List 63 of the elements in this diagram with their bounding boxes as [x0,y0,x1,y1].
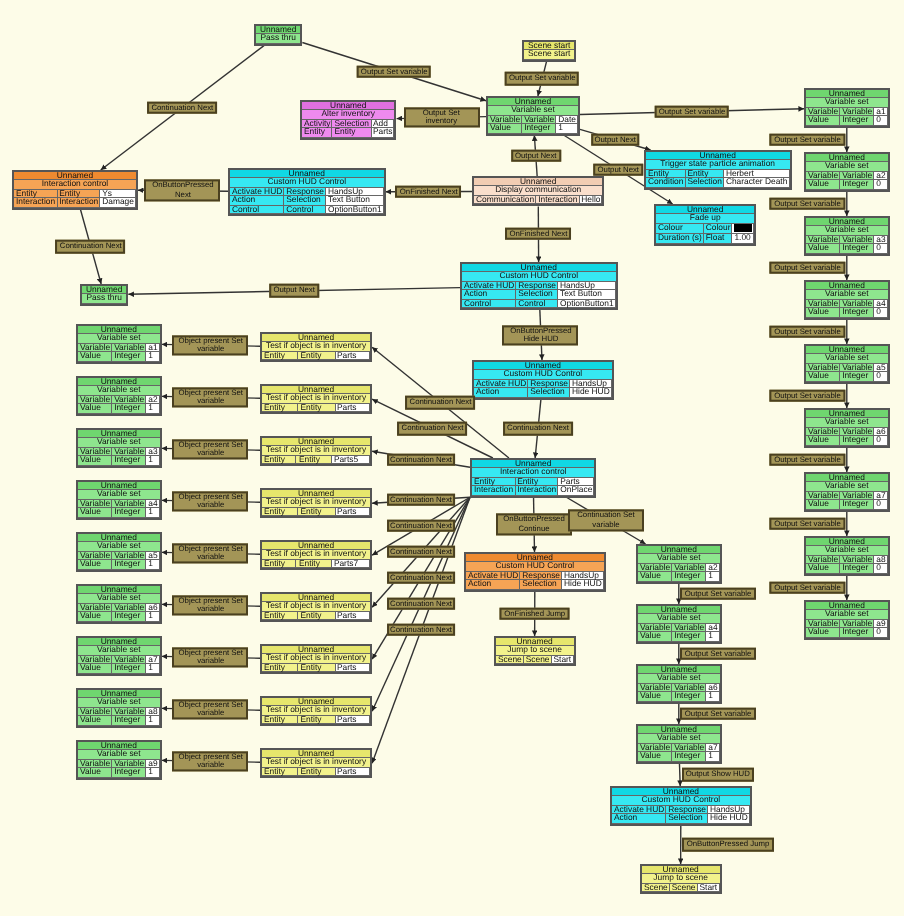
node-card [804,152,890,192]
node-card [654,204,757,246]
arrow [844,254,850,281]
node-card [80,284,129,306]
node-card [76,532,162,572]
node-card [260,488,373,519]
node-card [804,344,890,384]
node-card [76,688,162,728]
node-card [636,544,722,584]
arrow [100,44,265,171]
node-card [76,428,162,468]
arrow [677,824,684,865]
node-card [804,600,890,640]
node-card [472,176,605,207]
node-card [804,472,890,512]
arrow [844,446,850,473]
arrow [844,318,850,345]
node-card [486,96,580,136]
arrow [371,346,510,459]
node-card [12,170,138,210]
node-card [804,88,890,128]
arrow [844,126,850,153]
node-card [804,536,890,576]
arrow [844,190,850,217]
arrow [676,582,682,605]
node-card [76,740,162,780]
node-card [464,552,606,592]
node-card [260,748,373,779]
node-card [260,540,373,571]
node-card [76,480,162,520]
node-card [228,168,386,217]
node-card [260,592,373,623]
node-card [522,40,577,62]
node-card [300,100,397,140]
node-card [76,584,162,624]
arrow [676,642,682,665]
arrow [677,762,683,787]
node-card [76,376,162,416]
node-card [640,864,722,895]
node-card [470,458,597,498]
node-card [260,644,373,675]
node-card [260,384,373,415]
arrow [844,382,850,409]
node-card [472,360,614,400]
node-card [636,604,722,644]
node-card [260,332,373,363]
node-card [804,408,890,448]
arrow [844,510,850,537]
node-card [260,436,373,467]
node-card [76,636,162,676]
node-card [76,324,162,364]
node-card [636,724,722,764]
node-card [254,24,303,46]
node-card [610,786,752,826]
node-card [494,636,576,667]
node-card [636,664,722,704]
node-card [804,280,890,320]
node-card [804,216,890,256]
node-card [644,150,792,190]
node-card [260,696,373,727]
node-card [460,262,618,311]
arrow [676,702,682,725]
arrow [844,574,850,601]
